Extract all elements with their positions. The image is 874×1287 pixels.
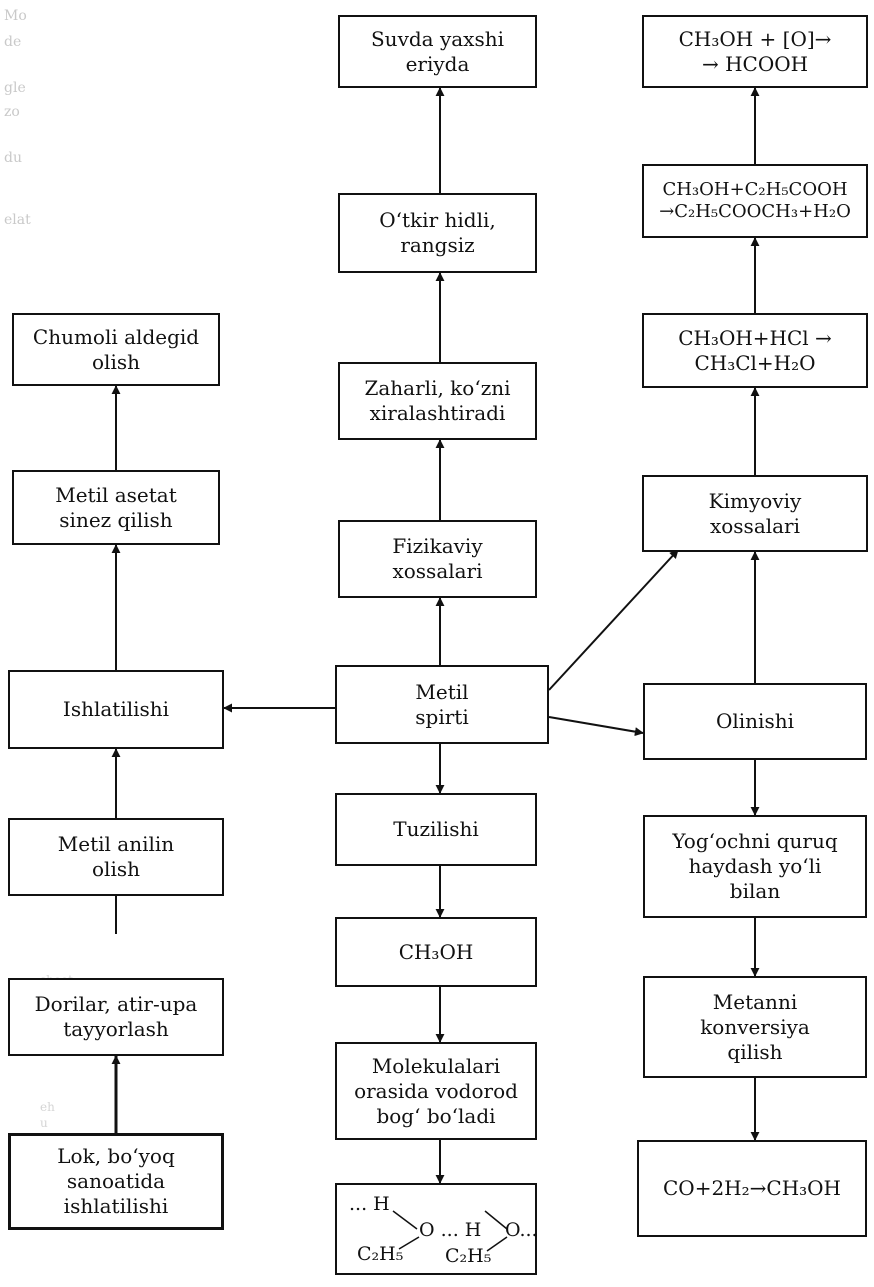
hbond-label: C₂H₅ [445, 1245, 492, 1267]
node-label-line: bog‘ bo‘ladi [376, 1103, 496, 1128]
node-label-line: sinez qilish [59, 507, 173, 532]
node-label-line: xossalari [392, 559, 483, 583]
faint-text-line: elat [4, 212, 31, 228]
node-label-line: Zaharli, ko‘zni [364, 376, 511, 400]
node-label-line: olish [92, 349, 140, 374]
node-label-line: eriyda [405, 51, 470, 76]
node-label-line: Tuzilishi [393, 817, 479, 841]
node-tuzilishi: Tuzilishi [335, 793, 537, 866]
bleed-text-line: u [40, 1116, 48, 1130]
node-label-line: CH₃Cl+H₂O [694, 350, 816, 375]
node-label-line: Metil anilin [57, 832, 175, 856]
arrow-center-to-olinishi [548, 716, 644, 737]
node-zaharli: Zaharli, ko‘zni xiralashtiradi [338, 362, 537, 440]
node-chumoli-aldegid: Chumoli aldegid olish [12, 313, 220, 386]
node-label-line: orasida vodorod [354, 1078, 518, 1103]
node-label-line: ishlatilishi [63, 1194, 169, 1218]
node-label-line: Molekulalari [371, 1053, 501, 1078]
node-label-line: CH₃OH+HCl → [678, 325, 832, 350]
node-label-line: Yog‘ochni quruq [672, 829, 838, 853]
node-label-line: olish [92, 857, 140, 881]
node-label-line: haydash yo‘li [688, 854, 822, 878]
node-ishlatilishi: Ishlatilishi [8, 670, 224, 749]
node-label-line: CH₃OH [398, 939, 474, 964]
node-yogochni-quruq: Yog‘ochni quruq haydash yo‘li bilan [643, 815, 867, 918]
hbond-label: O ... H [419, 1219, 482, 1241]
node-label-line: tayyorlash [63, 1017, 169, 1041]
node-label-line: Metanni [712, 989, 798, 1014]
node-label-line: → HCOOH [701, 51, 809, 76]
node-label-line: CO+2H₂→CH₃OH [663, 1176, 841, 1200]
node-label-line: Lok, bo‘yoq [57, 1144, 175, 1168]
hbond-label: C₂H₅ [357, 1243, 404, 1265]
node-label-line: →C₂H₅COOCH₃+H₂O [659, 201, 851, 222]
node-label-line: Fizikaviy [392, 534, 483, 558]
node-label-line: xiralashtiradi [369, 401, 506, 425]
node-metanni-konversiya: Metanni konversiya qilish [643, 976, 867, 1078]
faint-text-line: Mo [4, 8, 27, 24]
node-label-line: CH₃OH + [O]→ [678, 26, 832, 51]
node-molekulalari: Molekulalari orasida vodorod bog‘ bo‘lad… [335, 1042, 537, 1140]
hbond-label: O... [505, 1219, 538, 1241]
node-label-line: CH₃OH+C₂H₅COOH [662, 178, 848, 200]
node-label-line: konversiya [700, 1014, 810, 1039]
node-label-line: bilan [729, 879, 781, 903]
node-label-line: spirti [415, 704, 469, 729]
node-otkir-hidli: O‘tkir hidli, rangsiz [338, 193, 537, 273]
node-ch3oh-formula: CH₃OH [335, 917, 537, 987]
hbond-structure: ... H O ... H O... C₂H₅ C₂H₅ [337, 1185, 538, 1273]
node-label-line: Ishlatilishi [62, 697, 170, 721]
node-label-line: Metil asetat [55, 482, 177, 507]
node-kimyoviy-xossalari: Kimyoviy xossalari [642, 475, 868, 552]
node-label-line: Suvda yaxshi [370, 26, 504, 51]
node-metil-spirti: Metil spirti [335, 665, 549, 744]
hbond-label: ... H [349, 1193, 390, 1215]
node-reaction-hcl: CH₃OH+HCl → CH₃Cl+H₂O [642, 313, 868, 388]
node-fizikaviy-xossalari: Fizikaviy xossalari [338, 520, 537, 598]
node-label-line: rangsiz [400, 233, 475, 257]
node-reaction-esterification: CH₃OH+C₂H₅COOH →C₂H₅COOCH₃+H₂O [642, 164, 868, 238]
node-metil-anilin: Metil anilin olish [8, 818, 224, 896]
node-metil-asetat: Metil asetat sinez qilish [12, 470, 220, 545]
node-label-line: Dorilar, atir-upa [34, 992, 198, 1016]
node-co-synthesis: CO+2H₂→CH₃OH [637, 1140, 867, 1237]
node-label-line: xossalari [709, 513, 801, 538]
faint-text-line: de [4, 34, 22, 50]
node-label-line: Kimyoviy [708, 488, 802, 513]
node-label-line: Chumoli aldegid [32, 324, 200, 349]
node-olinishi: Olinishi [643, 683, 867, 760]
node-dorilar: Dorilar, atir-upa tayyorlash [8, 978, 224, 1056]
bleed-text-line: eh [40, 1100, 55, 1114]
node-lok-boyoq: Lok, bo‘yoq sanoatida ishlatilishi [8, 1133, 224, 1230]
node-label-line: Olinishi [715, 709, 794, 733]
node-label-line: O‘tkir hidli, [379, 208, 496, 232]
node-reaction-oxidation: CH₃OH + [O]→ → HCOOH [642, 15, 868, 88]
node-label-line: sanoatida [66, 1169, 166, 1193]
faint-text-line: du [4, 150, 22, 166]
arrow-center-to-kimyoviy [548, 549, 679, 691]
faint-text-line: gle [4, 80, 26, 96]
hbond-bonds [392, 1210, 508, 1252]
faint-text-line: zo [4, 104, 20, 120]
node-hydrogen-bond-structure: ... H O ... H O... C₂H₅ C₂H₅ [335, 1183, 538, 1275]
node-label-line: Metil [415, 679, 469, 704]
node-label-line: qilish [727, 1039, 783, 1064]
node-suvda-yaxshi-eriyda: Suvda yaxshi eriyda [338, 15, 537, 88]
